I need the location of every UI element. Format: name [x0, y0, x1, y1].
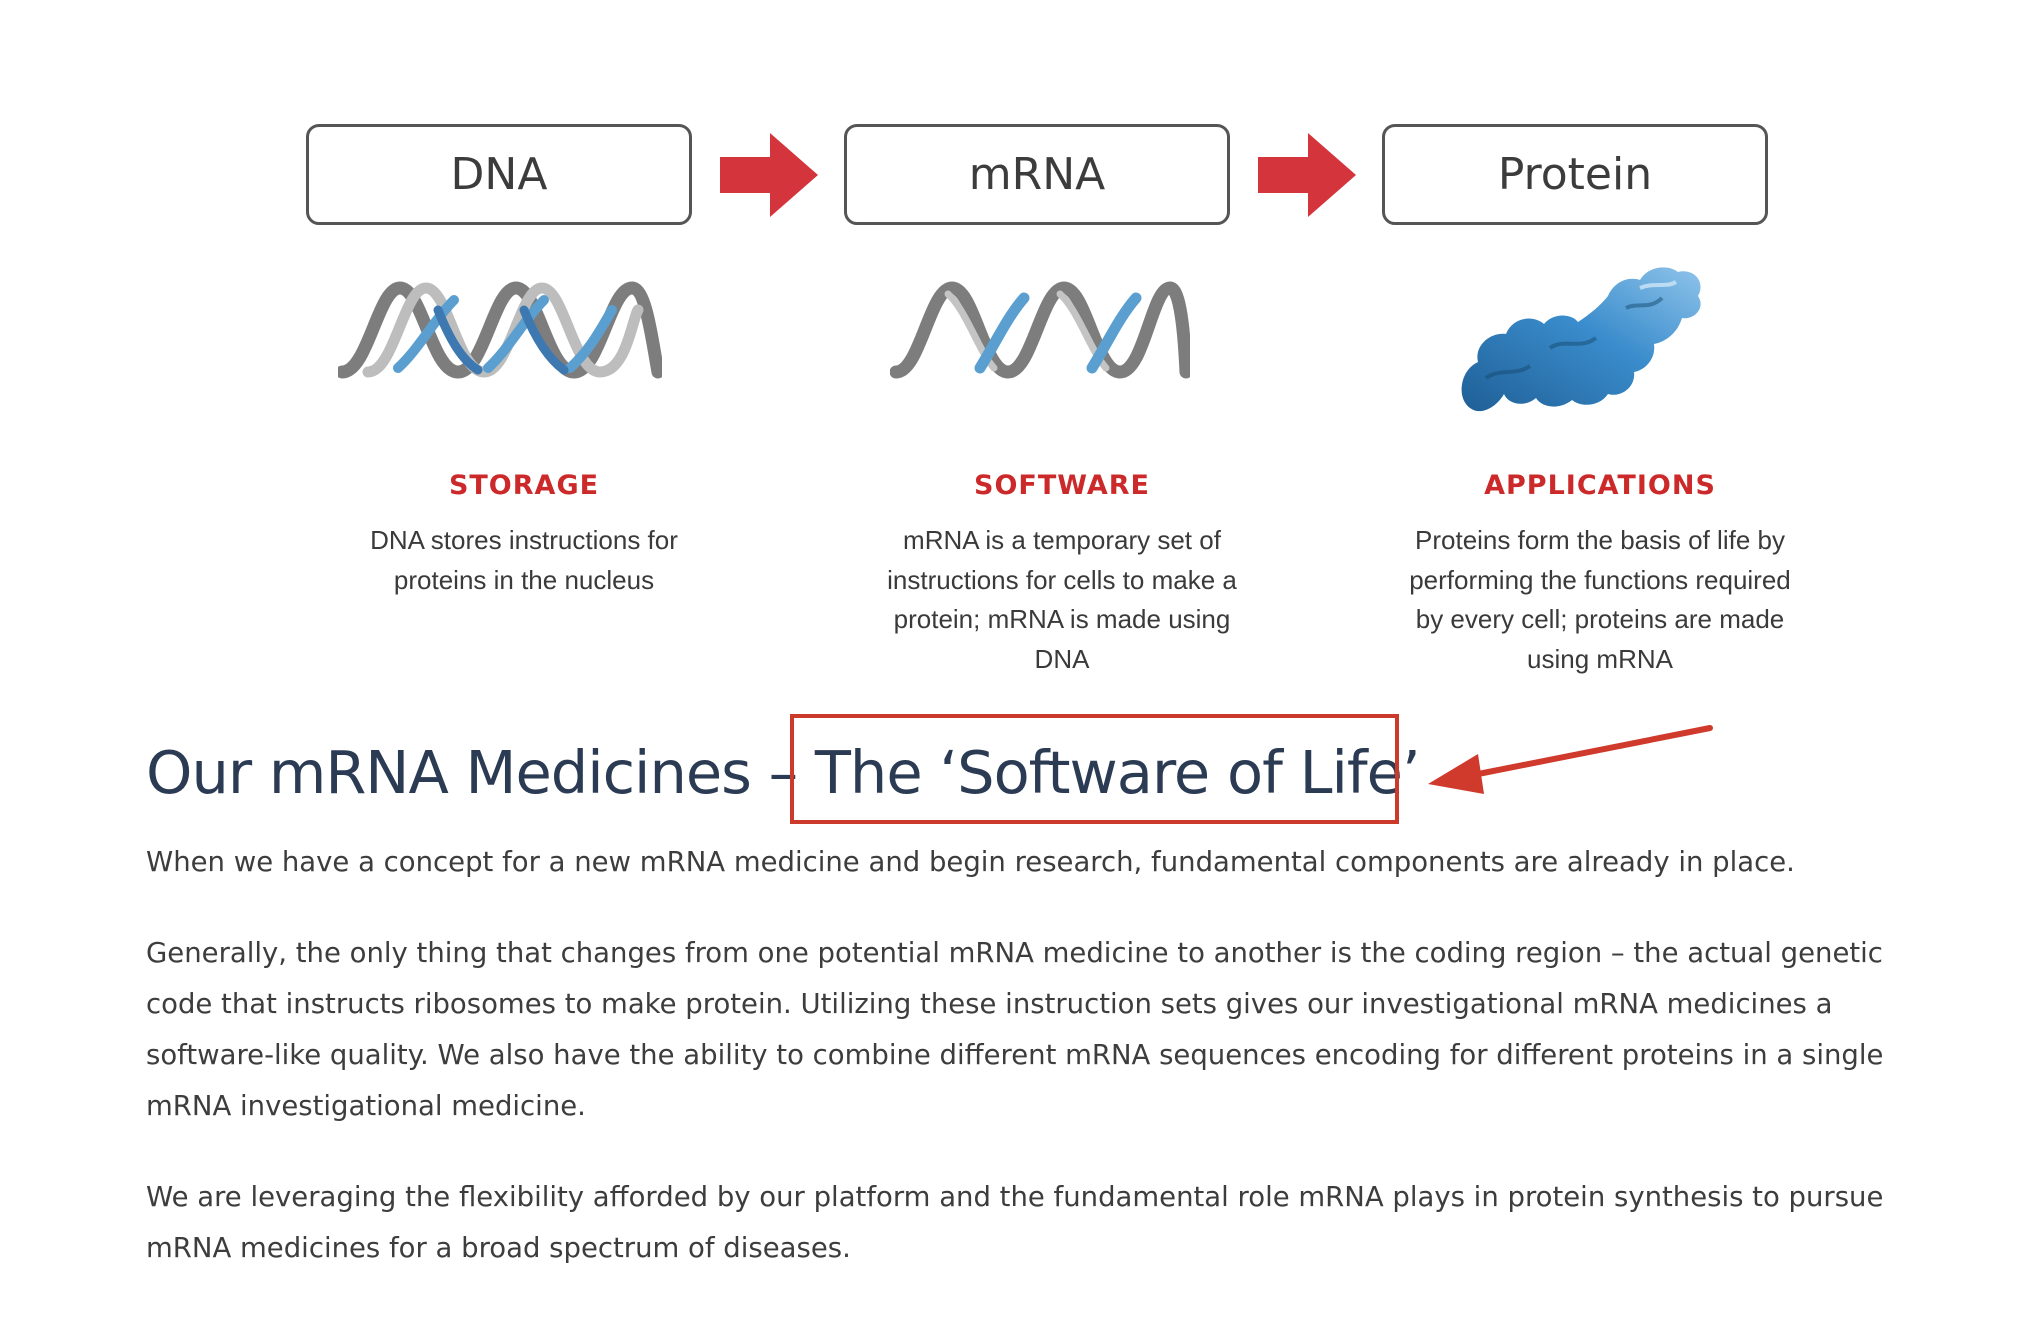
- highlight-box: [790, 714, 1399, 824]
- stage-title-applications: APPLICATIONS: [1484, 470, 1716, 501]
- stage-label-mrna: mRNA: [968, 149, 1106, 200]
- page-title: Our mRNA Medicines – The ‘Software of Li…: [146, 738, 1421, 807]
- stage-description-mrna: mRNA is a temporary set of instructions …: [887, 525, 1237, 674]
- body-paragraph-coding-region: Generally, the only thing that changes f…: [146, 937, 1884, 1122]
- stage-box-mrna: mRNA: [844, 124, 1230, 225]
- stage-description-dna: DNA stores instructions for proteins in …: [370, 525, 678, 595]
- stage-label-dna: DNA: [450, 149, 548, 200]
- stage-title-software: SOFTWARE: [974, 470, 1150, 501]
- stage-box-dna: DNA: [306, 124, 692, 225]
- stage-box-protein: Protein: [1382, 124, 1768, 225]
- flow-arrow-icon: [720, 133, 818, 217]
- stage-label-protein: Protein: [1497, 149, 1653, 200]
- mrna-strand-icon: [890, 281, 1190, 379]
- dna-helix-icon: [338, 281, 662, 379]
- protein-blob-icon: [1461, 267, 1701, 412]
- page-title-highlight: The ‘Software of Life’: [814, 738, 1421, 807]
- annotation-arrow-icon: [1428, 725, 1713, 794]
- page-title-prefix: Our mRNA Medicines –: [146, 738, 815, 807]
- stage-description-protein: Proteins form the basis of life by perfo…: [1409, 525, 1791, 674]
- stage-title-storage: STORAGE: [448, 470, 600, 501]
- flow-arrow-icon: [1258, 133, 1356, 217]
- intro-paragraph: When we have a concept for a new mRNA me…: [146, 846, 1795, 878]
- body-paragraph-flexibility: We are leveraging the flexibility afford…: [146, 1181, 1884, 1264]
